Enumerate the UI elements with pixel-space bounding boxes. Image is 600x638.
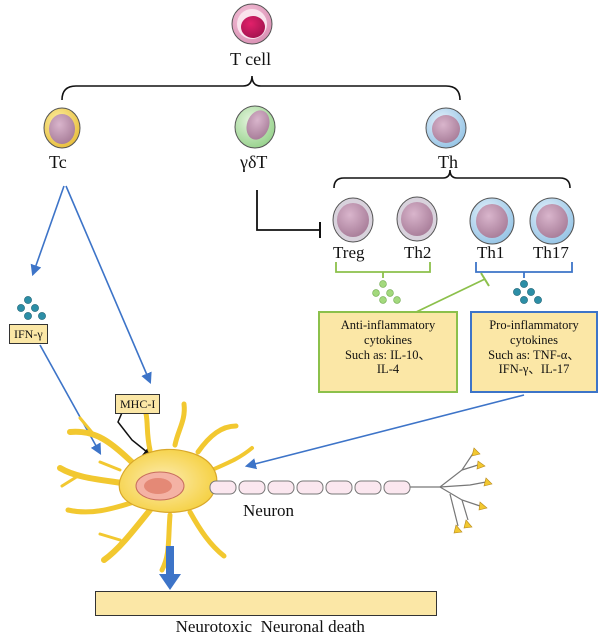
outcome-box: Neurotoxic Neuronal death: [95, 591, 437, 636]
th-cell-icon: [425, 107, 467, 149]
ifn-gamma-box: IFN-γ: [9, 324, 48, 344]
pro-cytokine-dots: [513, 280, 542, 304]
t-cell-icon: [231, 3, 273, 45]
tc-label: Tc: [49, 152, 67, 172]
pro-bracket: [475, 262, 573, 278]
death-arrow: [159, 546, 181, 590]
gamma-delta-t-cell-icon: [234, 105, 276, 149]
outcome-text: Neurotoxic Neuronal death: [175, 617, 365, 636]
th1-label: Th1: [477, 243, 505, 262]
pro-inflammatory-box: Pro-inflammatory cytokines Such as: TNF-…: [470, 311, 598, 393]
mhc-pointer-arrow: [117, 407, 154, 458]
tc-cell-icon: [43, 107, 81, 149]
th1-cell-icon: [469, 197, 515, 245]
th-label: Th: [438, 152, 458, 172]
th2-label: Th2: [404, 243, 432, 262]
treg-cell-icon: [332, 197, 374, 243]
pro-box-line1: Pro-inflammatory: [489, 318, 579, 332]
arrow-tc-to-ifn: [30, 185, 65, 277]
anti-cytokine-dots: [372, 280, 401, 304]
anti-inhibit-line: [411, 278, 486, 315]
neuron-label: Neuron: [243, 501, 294, 520]
th17-label: Th17: [533, 243, 569, 262]
t-cell-label: T cell: [230, 49, 272, 69]
t-cell-bracket: [61, 75, 461, 101]
treg-label: Treg: [333, 243, 365, 262]
th2-cell-icon: [396, 196, 438, 242]
th-bracket: [333, 169, 571, 189]
mhc-i-box: MHC-I: [115, 394, 161, 414]
anti-inflammatory-box: Anti-inflammatory cytokines Such as: IL-…: [318, 311, 458, 393]
ifn-cytokine-dots: [17, 296, 46, 320]
pro-box-line2: cytokines: [510, 332, 558, 347]
anti-box-line1: Anti-inflammatory: [340, 318, 436, 332]
anti-box-line2: cytokines: [364, 332, 412, 347]
anti-box-line3: Such as: IL-10、: [344, 347, 432, 362]
arrow-pro-to-neuron: [244, 394, 525, 470]
pro-box-line4: IFN-γ、IL-17: [498, 362, 570, 377]
gdt-inhibition-line: [256, 190, 320, 231]
gamma-delta-t-label: γδT: [240, 152, 268, 172]
diagram-canvas: [17, 3, 575, 590]
pro-box-line3: Such as: TNF-α、: [488, 347, 580, 362]
neuron-icon: [57, 399, 493, 573]
anti-bracket: [335, 262, 431, 278]
arrow-tc-to-mhc: [65, 185, 152, 385]
th17-cell-icon: [529, 197, 575, 245]
anti-box-line4: IL-4: [376, 362, 400, 377]
